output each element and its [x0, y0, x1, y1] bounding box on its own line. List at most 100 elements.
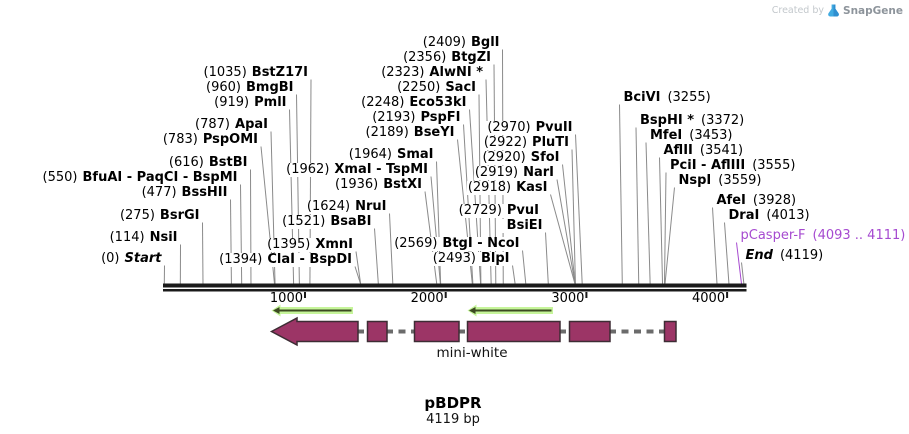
- site-name: PspFI: [420, 110, 461, 125]
- site-label-bstz17i[interactable]: (1035)BstZ17I: [202, 65, 309, 80]
- site-name: BfuAI - PaqCI - BspMI: [82, 170, 238, 185]
- site-position: (2193): [372, 110, 416, 125]
- connector-line-pvuii: [575, 134, 583, 284]
- site-name: AflII: [663, 143, 693, 158]
- site-position: (3255): [667, 90, 711, 105]
- ruler-tick-label-2000: 2000: [410, 291, 444, 306]
- gene-exon-3[interactable]: [466, 320, 561, 343]
- site-label-end[interactable]: End(4119): [744, 249, 825, 263]
- site-position: (2323): [381, 65, 425, 80]
- site-name: BsiEI: [506, 218, 543, 233]
- site-label-nsii[interactable]: (114)NsiI: [108, 230, 179, 245]
- site-label-afei[interactable]: AfeI(3928): [715, 193, 798, 208]
- ruler-tick-2000: [444, 292, 447, 298]
- site-position: (3559): [718, 173, 762, 188]
- site-label-pluti[interactable]: (2922)PluTI: [482, 136, 570, 150]
- ruler-tick-4000: [726, 292, 729, 298]
- site-label-alwni[interactable]: (2323)AlwNI *: [380, 66, 484, 80]
- site-label-pcasper-f[interactable]: pCasper-F(4093 .. 4111): [739, 228, 907, 243]
- gene-exon-4[interactable]: [568, 320, 611, 343]
- site-label-bstbi[interactable]: (616)BstBI: [167, 156, 249, 170]
- site-position: (1964): [348, 147, 392, 162]
- site-label-bcivi[interactable]: BciVI(3255): [622, 90, 712, 105]
- site-label-bfuai-paqci-bspmi[interactable]: (550)BfuAI - PaqCI - BspMI: [41, 170, 239, 185]
- site-name: BmgBI: [245, 80, 294, 95]
- site-name: MfeI: [650, 128, 683, 143]
- site-label-bstxi[interactable]: (1936)BstXI: [334, 178, 423, 192]
- site-label-eco53ki[interactable]: (2248) Eco53kI: [360, 95, 468, 110]
- site-label-pcii-afliii[interactable]: PciI - AflIII(3555): [669, 158, 797, 173]
- site-label-pspfi[interactable]: (2193) PspFI: [371, 110, 462, 125]
- connector-line-afei: [712, 207, 718, 284]
- site-label-bsrgi[interactable]: (275)BsrGI: [118, 209, 201, 223]
- primer-arrow-head-1: [273, 307, 280, 314]
- site-position: (1394): [219, 252, 263, 267]
- snapgene-logo-icon: [828, 4, 839, 17]
- site-label-bsshii[interactable]: (477)BssHII: [140, 186, 229, 200]
- ruler-line-bottom: [163, 289, 747, 292]
- site-label-nari[interactable]: (2919)NarI: [473, 166, 555, 180]
- site-label-bmgbi[interactable]: (960) BmgBI: [205, 80, 295, 95]
- site-label-xmai-tspmi[interactable]: (1962) XmaI - TspMI: [285, 163, 429, 177]
- site-label-pspomi[interactable]: (783)PspOMI: [161, 133, 259, 147]
- site-label-apai[interactable]: (787)ApaI: [194, 118, 269, 132]
- site-position: (114): [109, 230, 145, 245]
- site-name: PciI - AflIII: [670, 158, 746, 173]
- site-label-drai[interactable]: DraI(4013): [727, 209, 811, 223]
- gene-exon-5[interactable]: [663, 320, 677, 343]
- site-label-bsphi[interactable]: BspHI *(3372): [639, 114, 746, 128]
- site-label-xmni[interactable]: (1395)XmnI: [266, 238, 354, 252]
- connector-line-bfuai-paqci-bspmi: [240, 184, 243, 284]
- site-label-bsabi[interactable]: (1521)BsaBI: [281, 214, 373, 229]
- ruler-tick-label-4000: 4000: [692, 291, 726, 306]
- site-position: (1962): [286, 162, 330, 177]
- site-name: KasI: [516, 180, 548, 195]
- site-label-aflii[interactable]: AflII(3541): [662, 143, 745, 158]
- connector-line-bsshii: [230, 199, 232, 284]
- site-label-pvuii[interactable]: (2970)PvuII: [486, 120, 574, 135]
- site-label-nrui[interactable]: (1624)NruI: [305, 200, 388, 214]
- site-label-bseyi[interactable]: (2189)BseYI: [364, 125, 456, 140]
- site-label-kasi[interactable]: (2918)KasI: [466, 180, 549, 195]
- site-name: AfeI: [716, 193, 746, 208]
- site-label-blpi[interactable]: (2493)BlpI: [431, 251, 511, 266]
- site-label-nspi[interactable]: NspI(3559): [677, 173, 763, 188]
- site-position: (2493): [432, 251, 476, 266]
- site-position: (2248): [361, 95, 405, 110]
- gene-exon-1[interactable]: [366, 320, 388, 343]
- gene-arrow-segment[interactable]: [269, 316, 359, 347]
- site-name: BsaBI: [330, 214, 372, 229]
- site-position: (1035): [203, 65, 247, 80]
- site-name: BtgZI: [451, 50, 491, 65]
- site-label-pmli[interactable]: (919)PmlI: [213, 95, 288, 110]
- site-position: (1936): [335, 177, 379, 192]
- site-name: pCasper-F: [740, 228, 806, 243]
- site-label-bgli[interactable]: (2409)BglI: [421, 36, 501, 50]
- site-name: Eco53kI: [409, 95, 467, 110]
- site-position: (787): [195, 117, 231, 132]
- connector-line-pcasper-f: [736, 242, 742, 284]
- site-label-saci[interactable]: (2250)SacI: [396, 81, 477, 95]
- site-name: XmaI - TspMI: [334, 162, 428, 177]
- site-position: (960): [206, 80, 241, 95]
- ruler-tick-label-3000: 3000: [551, 291, 585, 306]
- site-label-sfoi[interactable]: (2920)SfoI: [481, 151, 561, 165]
- site-position: (2189): [365, 125, 409, 140]
- connector-line-btgi-ncoi: [522, 250, 527, 284]
- site-label-start[interactable]: (0)Start: [100, 252, 163, 266]
- site-label-bsiei[interactable]: BsiEI: [500, 218, 544, 233]
- site-label-btgzi[interactable]: (2356)BtgZI: [402, 51, 492, 65]
- site-label-mfei[interactable]: MfeI(3453): [649, 128, 734, 143]
- site-label-btgi-ncoi[interactable]: (2569)BtgI - NcoI: [393, 237, 521, 251]
- site-label-pvui[interactable]: (2729)PvuI: [457, 204, 540, 218]
- connector-line-sfoi: [562, 164, 576, 284]
- connector-line-drai: [724, 222, 730, 284]
- site-name: PvuII: [535, 120, 573, 135]
- site-name: PmlI: [254, 95, 287, 110]
- gene-exon-2[interactable]: [413, 320, 460, 343]
- watermark: Created by SnapGene: [772, 4, 903, 17]
- site-label-smai[interactable]: (1964)SmaI: [347, 147, 435, 162]
- site-label-clai-bspdi[interactable]: (1394) ClaI - BspDI: [218, 253, 353, 267]
- plasmid-size: 4119 bp: [426, 412, 480, 427]
- site-name: ClaI - BspDI: [267, 252, 352, 267]
